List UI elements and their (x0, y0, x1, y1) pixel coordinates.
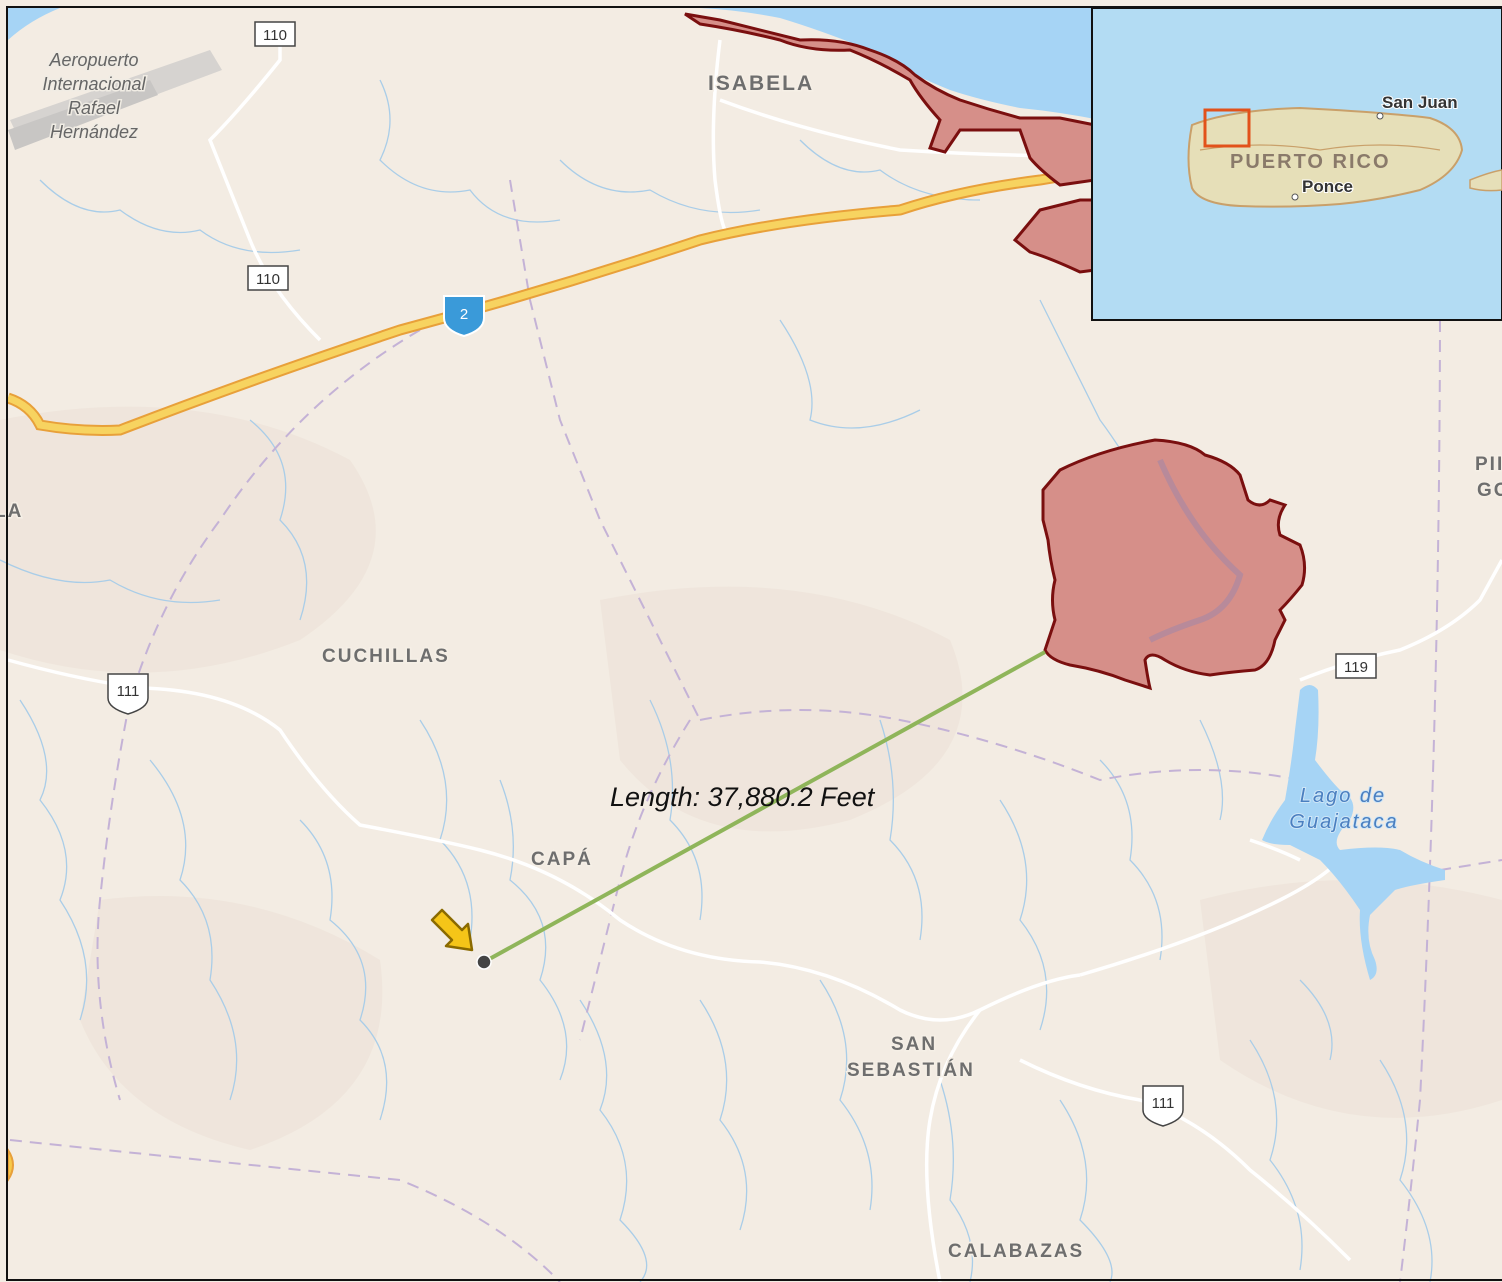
route-shield-110-top: 110 (254, 21, 296, 47)
place-label-calabazas: CALABAZAS (948, 1241, 1084, 1262)
svg-text:2: 2 (460, 306, 468, 323)
place-label-edge-left: LA (0, 501, 23, 522)
airport-label: Aeropuerto Internacional Rafael Hernánde… (41, 49, 148, 144)
inset-label-ponce: Ponce (1302, 177, 1353, 196)
route-shield-119: 119 (1335, 653, 1377, 679)
svg-text:Guajataca: Guajataca (1289, 811, 1398, 833)
measurement-line (483, 650, 1046, 964)
local-roads (7, 39, 1502, 1282)
place-label-edge-right-1: PII (1475, 454, 1502, 475)
svg-text:Aeropuerto: Aeropuerto (48, 50, 138, 70)
location-arrow-icon (430, 908, 474, 952)
route-shield-2: 2 (443, 295, 485, 338)
measure-endpoint[interactable] (476, 954, 492, 970)
place-label-cuchillas: CUCHILLAS (322, 646, 450, 667)
svg-text:110: 110 (256, 271, 280, 288)
svg-text:Hernández: Hernández (50, 122, 138, 142)
svg-text:110: 110 (263, 27, 287, 44)
svg-text:111: 111 (117, 683, 140, 700)
svg-text:111: 111 (1152, 1095, 1175, 1112)
route-shield-111-right: 111 (1142, 1085, 1184, 1127)
place-label-san: SAN (891, 1034, 937, 1055)
lago-de-guajataca (1262, 685, 1445, 980)
inset-island (1187, 106, 1464, 208)
inset-label-island: PUERTO RICO (1230, 151, 1391, 173)
lake-label: Lago de Guajataca (1288, 784, 1398, 834)
map-frame (6, 6, 1502, 1281)
place-label-capa: CAPÁ (531, 848, 593, 870)
burn-area-polygon (1041, 438, 1307, 691)
terrain-shading (0, 406, 1502, 1150)
airport-area (8, 50, 222, 150)
svg-text:Lago de: Lago de (1300, 785, 1386, 807)
route-shield-110-mid: 110 (247, 265, 289, 291)
svg-text:Internacional: Internacional (42, 74, 146, 94)
inset-locator-map: San Juan PUERTO RICO Ponce (1091, 7, 1502, 321)
svg-text:Rafael: Rafael (68, 98, 121, 118)
svg-text:119: 119 (1344, 659, 1368, 676)
place-label-isabela: ISABELA (708, 72, 814, 95)
edge-marker (7, 1146, 14, 1184)
inset-label-san-juan: San Juan (1382, 93, 1458, 112)
ocean (8, 8, 60, 40)
place-label-edge-right-2: GO (1477, 480, 1502, 501)
route-shield-111-left: 111 (107, 673, 149, 715)
measurement-label: Length: 37,880.2 Feet (610, 782, 876, 812)
place-label-sebastian: SEBASTIÁN (847, 1059, 975, 1081)
inset-extent-box (1203, 108, 1251, 148)
